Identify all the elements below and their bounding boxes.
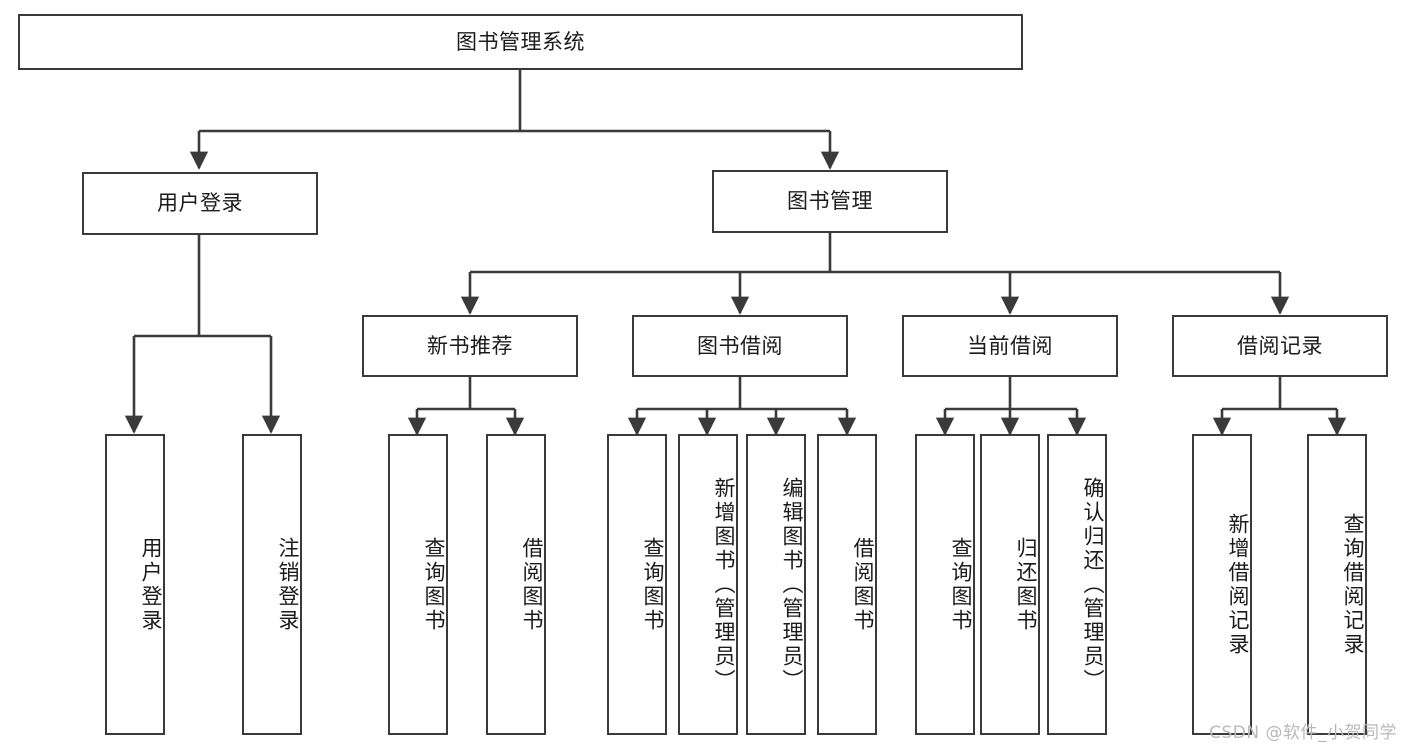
node-book-manage-label: 图书管理 [787, 189, 873, 214]
node-leaf-borrow-book-2[interactable]: 借阅图书 [817, 434, 877, 735]
node-leaf-confirm-return[interactable]: 确认归还（管理员） [1047, 434, 1107, 735]
node-borrow-record-label: 借阅记录 [1237, 333, 1323, 358]
node-new-book-recommend[interactable]: 新书推荐 [362, 315, 578, 377]
node-leaf-query-record-label: 查询借阅记录 [1341, 512, 1365, 657]
node-user-login[interactable]: 用户登录 [82, 172, 318, 235]
node-leaf-logout-login[interactable]: 注销登录 [242, 434, 302, 735]
watermark: CSDN @软件_小贺同学 [1209, 723, 1397, 743]
node-leaf-edit-book[interactable]: 编辑图书（管理员） [746, 434, 806, 735]
node-book-borrow[interactable]: 图书借阅 [632, 315, 848, 377]
node-leaf-add-record[interactable]: 新增借阅记录 [1192, 434, 1252, 735]
node-leaf-query-book-2[interactable]: 查询图书 [607, 434, 667, 735]
node-leaf-user-login[interactable]: 用户登录 [105, 434, 165, 735]
node-leaf-add-book[interactable]: 新增图书（管理员） [678, 434, 738, 735]
node-leaf-edit-book-label: 编辑图书（管理员） [780, 476, 804, 693]
node-leaf-query-book-3-label: 查询图书 [949, 536, 973, 633]
node-leaf-query-record[interactable]: 查询借阅记录 [1307, 434, 1367, 735]
node-leaf-return-book[interactable]: 归还图书 [980, 434, 1040, 735]
node-leaf-query-book-1[interactable]: 查询图书 [388, 434, 448, 735]
node-current-borrow[interactable]: 当前借阅 [902, 315, 1118, 377]
node-root[interactable]: 图书管理系统 [18, 14, 1023, 70]
node-leaf-confirm-return-label: 确认归还（管理员） [1081, 476, 1105, 693]
node-current-borrow-label: 当前借阅 [967, 333, 1053, 358]
node-user-login-label: 用户登录 [157, 191, 243, 216]
node-root-label: 图书管理系统 [456, 29, 585, 54]
node-leaf-return-book-label: 归还图书 [1014, 536, 1038, 633]
node-leaf-borrow-book-2-label: 借阅图书 [851, 536, 875, 633]
node-new-book-recommend-label: 新书推荐 [427, 333, 513, 358]
node-leaf-query-book-2-label: 查询图书 [641, 536, 665, 633]
node-book-borrow-label: 图书借阅 [697, 333, 783, 358]
node-leaf-query-book-1-label: 查询图书 [422, 536, 446, 633]
node-leaf-add-book-label: 新增图书（管理员） [712, 476, 736, 693]
node-leaf-user-login-label: 用户登录 [139, 536, 163, 633]
node-leaf-query-book-3[interactable]: 查询图书 [915, 434, 975, 735]
node-leaf-borrow-book-1[interactable]: 借阅图书 [486, 434, 546, 735]
node-leaf-borrow-book-1-label: 借阅图书 [520, 536, 544, 633]
node-borrow-record[interactable]: 借阅记录 [1172, 315, 1388, 377]
node-book-manage[interactable]: 图书管理 [712, 170, 948, 233]
node-leaf-logout-login-label: 注销登录 [276, 536, 300, 633]
node-leaf-add-record-label: 新增借阅记录 [1226, 512, 1250, 657]
